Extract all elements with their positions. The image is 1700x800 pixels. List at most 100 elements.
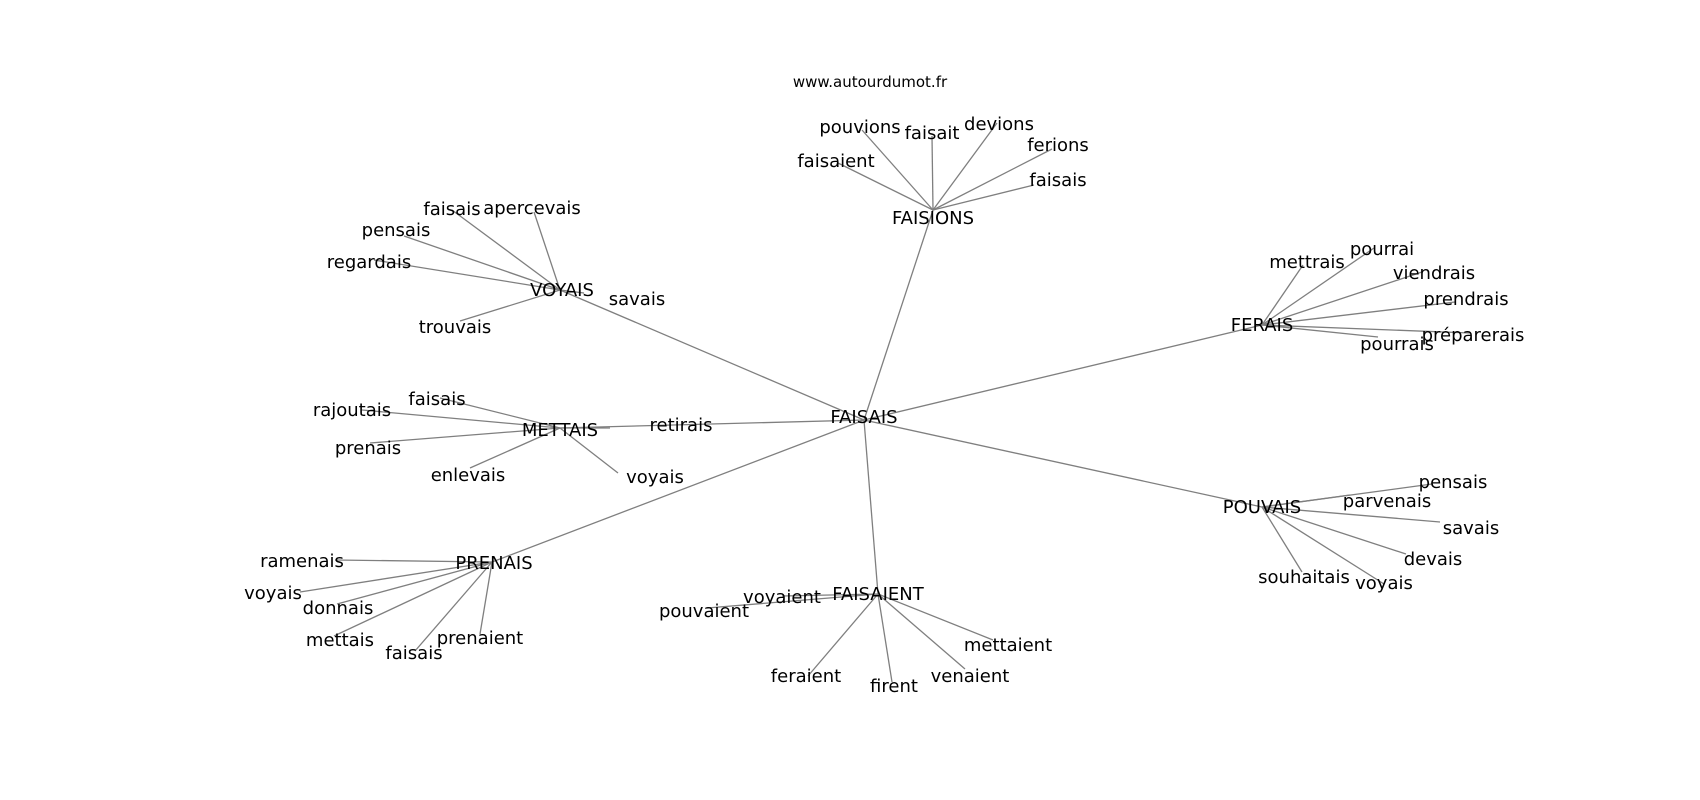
node-leaf: enlevais xyxy=(431,465,506,486)
node-leaf: donnais xyxy=(303,598,374,619)
node-leaf: pouvaient xyxy=(659,601,749,622)
node-hub-ferais: FERAIS xyxy=(1231,315,1294,336)
edge-ferais-1 xyxy=(1261,247,1375,326)
node-leaf: savais xyxy=(609,289,665,310)
node-leaf: voyaient xyxy=(743,587,821,608)
node-leaf: devais xyxy=(1404,549,1463,570)
node-leaf: trouvais xyxy=(419,317,492,338)
node-leaf: faisaient xyxy=(797,151,874,172)
node-leaf: pensais xyxy=(1419,472,1488,493)
edge-center-ferais xyxy=(863,324,1263,421)
edge-center-faisions xyxy=(863,209,934,421)
node-leaf: rajoutais xyxy=(313,400,391,421)
node-leaf: faisais xyxy=(423,199,480,220)
edge-center-pouvais xyxy=(863,419,1263,508)
node-leaf: faisais xyxy=(408,389,465,410)
node-leaf: faisait xyxy=(905,123,960,144)
node-leaf: voyais xyxy=(1355,573,1413,594)
edge-faisaient-2 xyxy=(877,593,994,641)
edge-prenais-3 xyxy=(333,561,493,637)
edge-faisions-2 xyxy=(932,122,998,211)
edge-voyais-1 xyxy=(533,211,561,291)
node-leaf: mettais xyxy=(306,630,374,651)
edge-faisions-0 xyxy=(861,129,934,211)
edge-prenais-4 xyxy=(414,561,493,652)
node-center: FAISAIS xyxy=(830,407,897,428)
node-leaf: prendrais xyxy=(1423,289,1508,310)
graph-labels: www.autourdumot.fr FAISAIS FAISIONS pouvi… xyxy=(244,73,1524,697)
node-leaf: feraient xyxy=(771,666,841,687)
node-hub-voyais: VOYAIS xyxy=(530,280,594,301)
edge-prenais-1 xyxy=(299,561,493,593)
edge-faisions-5 xyxy=(932,184,1035,211)
node-leaf: pourrais xyxy=(1360,334,1434,355)
edge-center-voyais xyxy=(559,289,865,421)
node-leaf: prenais xyxy=(335,438,401,459)
node-leaf: firent xyxy=(870,676,918,697)
edge-voyais-5 xyxy=(459,289,561,322)
edge-voyais-4 xyxy=(559,289,585,294)
edge-ferais-2 xyxy=(1261,271,1423,326)
source-label: www.autourdumot.fr xyxy=(793,73,948,91)
edge-pouvais-1 xyxy=(1261,494,1351,508)
edge-prenais-5 xyxy=(479,561,493,635)
edge-mettais-2 xyxy=(369,427,561,444)
node-leaf: faisais xyxy=(385,643,442,664)
edge-prenais-2 xyxy=(336,561,493,605)
node-leaf: apercevais xyxy=(483,198,581,219)
edge-mettais-0 xyxy=(439,397,561,429)
edge-faisaient-0 xyxy=(781,593,879,597)
edge-voyais-3 xyxy=(373,259,561,291)
edge-faisaient-5 xyxy=(877,593,966,670)
edge-mettais-3 xyxy=(469,427,561,469)
edge-ferais-4 xyxy=(1261,324,1471,334)
node-leaf: parvenais xyxy=(1343,491,1431,512)
node-leaf: ferions xyxy=(1027,135,1089,156)
edge-faisions-1 xyxy=(931,135,934,211)
node-hub-pouvais: POUVAIS xyxy=(1223,497,1301,518)
node-leaf: pensais xyxy=(362,220,431,241)
edge-pouvais-3 xyxy=(1261,506,1407,555)
edge-faisaient-1 xyxy=(706,593,879,609)
graph-edges xyxy=(299,122,1471,683)
edge-pouvais-5 xyxy=(1261,506,1385,585)
node-leaf: préparerais xyxy=(1422,325,1525,346)
edge-faisaient-3 xyxy=(807,593,879,677)
node-hub-faisaient: FAISAIENT xyxy=(832,584,925,605)
edge-voyais-2 xyxy=(403,235,561,291)
node-leaf: devions xyxy=(964,114,1034,135)
edge-ferais-3 xyxy=(1261,301,1456,326)
edge-faisaient-4 xyxy=(877,593,893,683)
node-leaf: souhaitais xyxy=(1258,567,1350,588)
node-leaf: retirais xyxy=(650,415,713,436)
edge-prenais-0 xyxy=(334,559,493,563)
edge-ferais-5 xyxy=(1261,324,1379,338)
node-leaf: venaient xyxy=(931,666,1010,687)
node-hub-mettais: METTAIS xyxy=(522,420,598,441)
node-leaf: voyais xyxy=(244,583,302,604)
edge-mettais-1 xyxy=(361,409,561,429)
edge-center-prenais xyxy=(491,419,865,563)
edge-center-faisaient xyxy=(863,419,879,595)
edge-pouvais-4 xyxy=(1261,506,1303,573)
node-leaf: mettrais xyxy=(1269,252,1345,273)
edge-center-mettais xyxy=(559,419,865,429)
edge-ferais-0 xyxy=(1261,264,1304,326)
edge-faisions-3 xyxy=(932,148,1053,211)
node-leaf: viendrais xyxy=(1393,263,1475,284)
node-leaf: savais xyxy=(1443,518,1499,539)
node-leaf: regardais xyxy=(327,252,411,273)
node-leaf: mettaient xyxy=(964,635,1052,656)
node-leaf: pouvions xyxy=(819,117,900,138)
node-leaf: ramenais xyxy=(260,551,344,572)
node-leaf: pourrai xyxy=(1350,239,1414,260)
edge-faisions-4 xyxy=(837,162,934,211)
node-leaf: prenaient xyxy=(437,628,523,649)
node-hub-prenais: PRENAIS xyxy=(455,553,532,574)
node-leaf: faisais xyxy=(1029,170,1086,191)
edge-pouvais-2 xyxy=(1261,506,1441,523)
node-hub-faisions: FAISIONS xyxy=(892,208,974,229)
edge-mettais-4 xyxy=(559,427,619,474)
edge-voyais-0 xyxy=(451,209,561,291)
